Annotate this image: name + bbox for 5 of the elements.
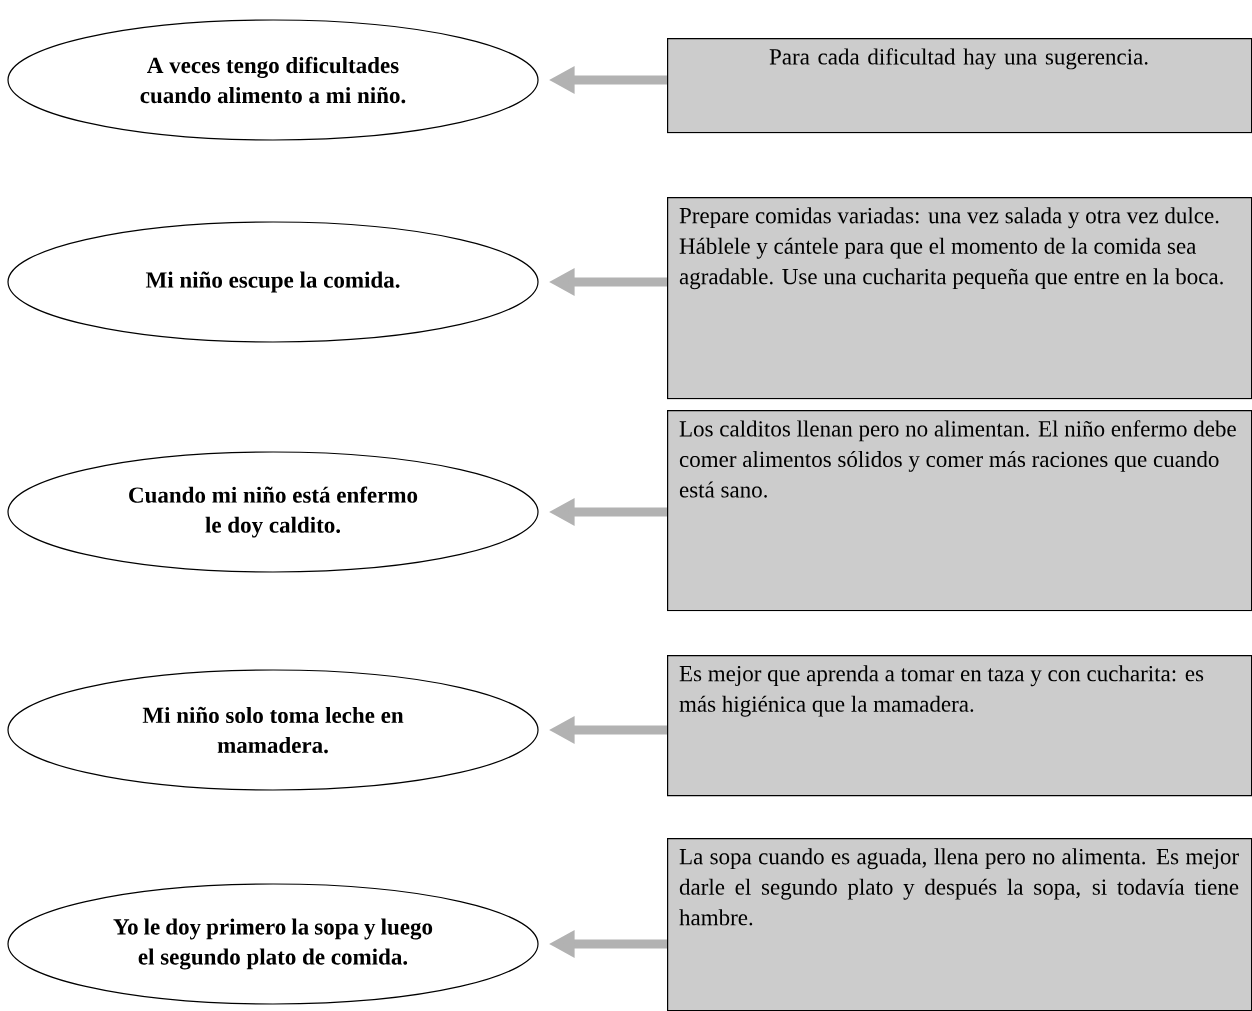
text-box: Es mejor que aprenda a tomar en taza y con cucharita: es más higiénica que la mamadera. [667,655,1252,797]
text-box: La sopa cuando es aguada, llena pero no alimenta. Es mejor darle el segundo plato y después la sopa, si todavía tiene hambre. [667,838,1252,1011]
text-box: Para cada dificultad hay una sugerencia. [667,38,1252,134]
text-box: Los calditos llenan pero no alimentan. El niño enfermo debe comer alimentos sólidos y comer más raciones que cuando está sano. [667,410,1252,612]
text-box: Prepare comidas variadas: una vez salada y otra vez dulce. Háblele y cántele para que el momento de la comida sea agradable. Use una cucharita pequeña que entre en la boca. [667,197,1252,400]
